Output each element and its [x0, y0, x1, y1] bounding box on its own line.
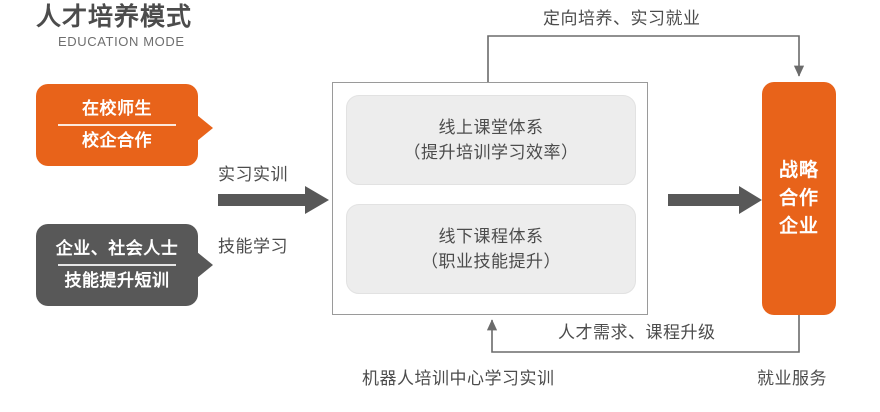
arrow-label-internship: 实习实训 — [218, 165, 288, 184]
callout-enterprise-society-line1: 企业、社会人士 — [55, 239, 179, 258]
callout-teachers-students[interactable]: 在校师生 校企合作 — [36, 84, 198, 166]
strategic-partner-box[interactable]: 战略 合作 企业 — [762, 82, 836, 315]
connector-label-talent-demand: 人才需求、课程升级 — [558, 323, 716, 342]
caption-training-center: 机器人培训中心学习实训 — [362, 369, 555, 388]
card-online-classroom[interactable]: 线上课堂体系 （提升培训学习效率） — [346, 95, 636, 185]
connector-top-directed-training — [487, 35, 805, 82]
callout-enterprise-society[interactable]: 企业、社会人士 技能提升短训 — [36, 224, 198, 306]
callout-enterprise-society-line2: 技能提升短训 — [64, 271, 170, 290]
arrow-left-to-center — [218, 186, 329, 214]
callout-divider — [58, 264, 176, 266]
title-block: 人才培养模式 EDUCATION MODE — [36, 2, 336, 50]
callout-teachers-students-line2: 校企合作 — [82, 131, 152, 150]
caption-employment-service: 就业服务 — [757, 369, 827, 388]
card-online-classroom-line2: （提升培训学习效率） — [403, 143, 579, 162]
arrow-label-skill-learning: 技能学习 — [218, 237, 288, 256]
strategic-partner-line1: 战略 — [778, 159, 819, 181]
connector-label-directed-training: 定向培养、实习就业 — [543, 9, 701, 28]
training-center-box: 线上课堂体系 （提升培训学习效率） 线下课程体系 （职业技能提升） — [332, 82, 648, 315]
strategic-partner-line2: 合作 — [778, 187, 819, 209]
arrow-center-to-partner — [668, 186, 762, 214]
callout-teachers-students-line1: 在校师生 — [82, 99, 152, 118]
card-offline-course-line2: （职业技能提升） — [421, 252, 561, 271]
page-title: 人才培养模式 — [36, 3, 193, 31]
callout-enterprise-society-tail-icon — [197, 252, 213, 278]
card-offline-course[interactable]: 线下课程体系 （职业技能提升） — [346, 204, 636, 294]
card-online-classroom-line1: 线上课堂体系 — [438, 118, 544, 137]
page-subtitle: EDUCATION MODE — [58, 34, 185, 49]
card-offline-course-line1: 线下课程体系 — [438, 227, 544, 246]
callout-teachers-students-tail-icon — [197, 115, 213, 141]
callout-divider — [58, 124, 176, 126]
strategic-partner-line3: 企业 — [778, 215, 819, 237]
